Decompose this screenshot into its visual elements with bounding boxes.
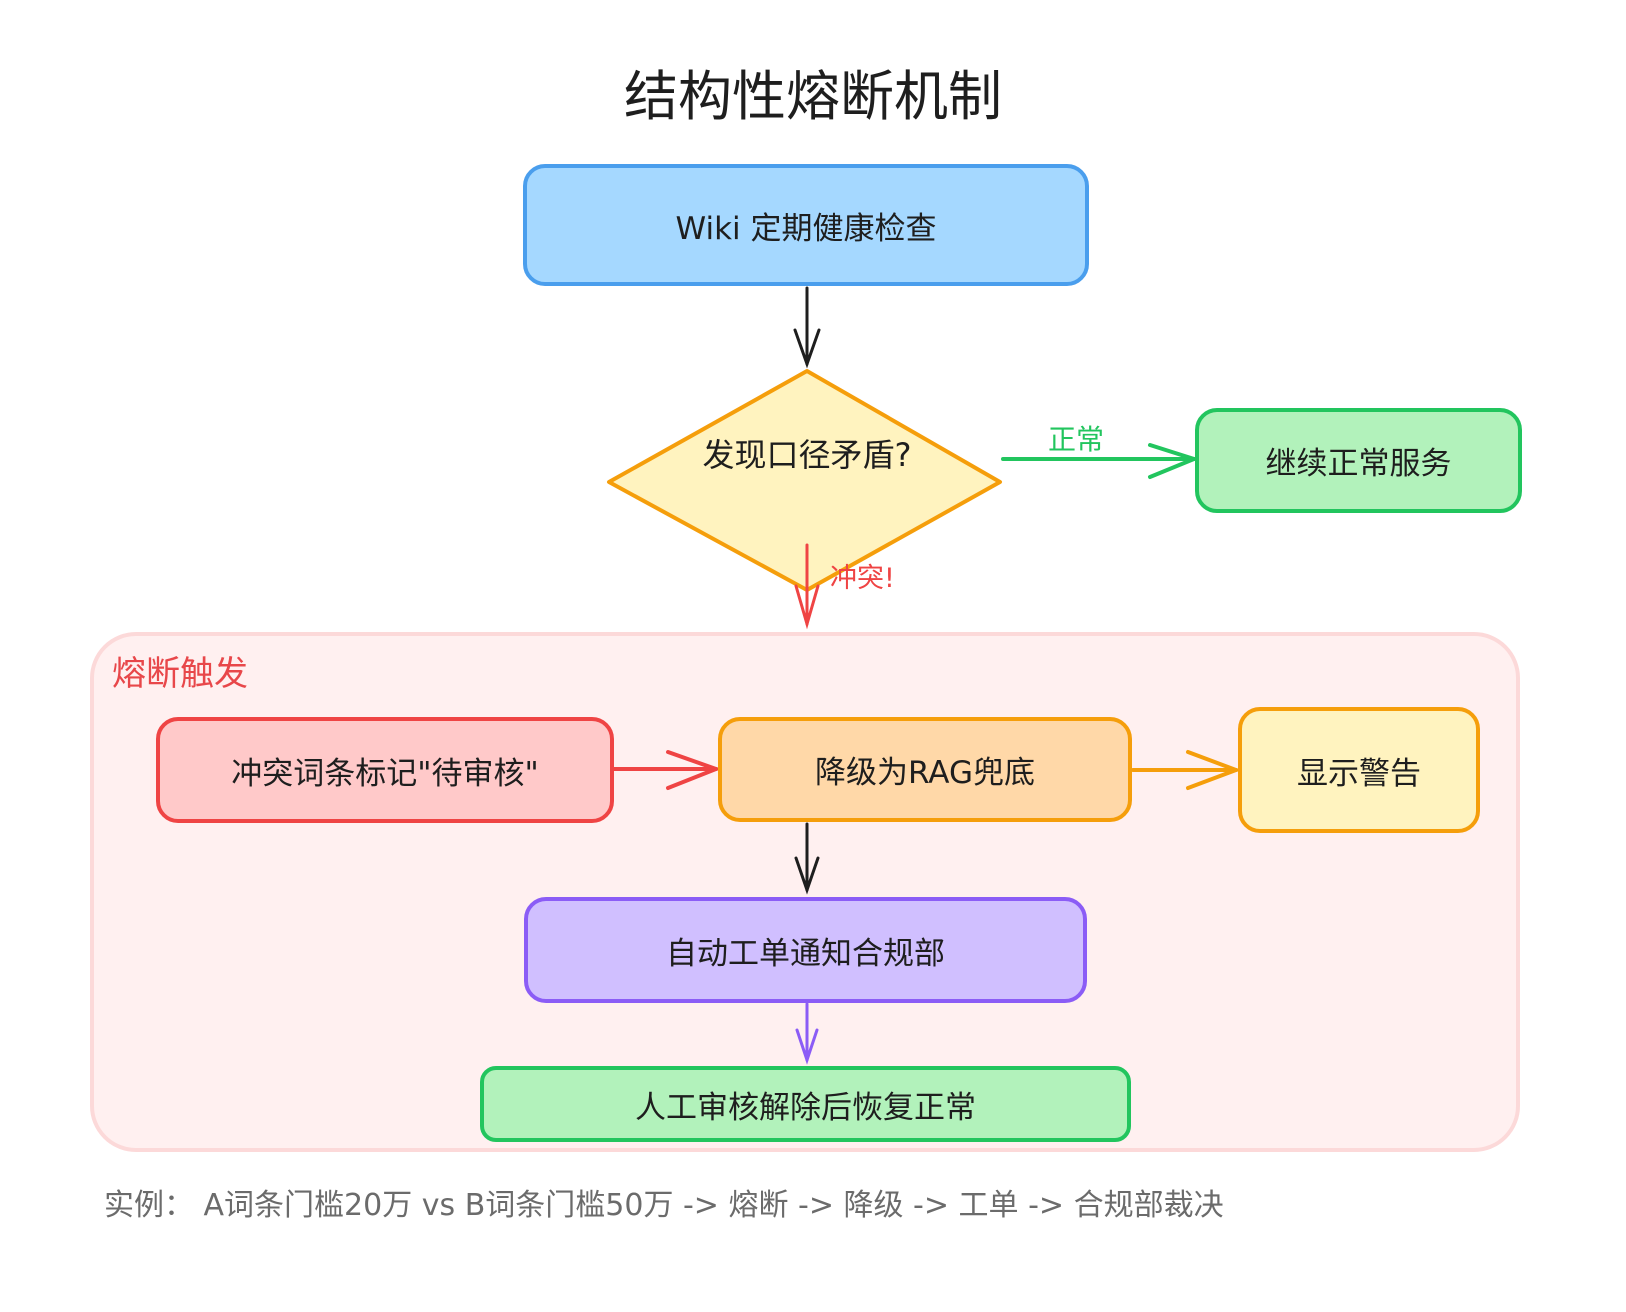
node-mark-pending-label: 冲突词条标记"待审核" <box>231 755 539 792</box>
node-continue-service[interactable]: 继续正常服务 <box>1195 408 1522 513</box>
node-show-warning-label: 显示警告 <box>1297 755 1421 792</box>
node-mark-pending[interactable]: 冲突词条标记"待审核" <box>156 717 614 823</box>
circuit-break-group-label: 熔断触发 <box>112 654 248 694</box>
node-health-check-label: Wiki 定期健康检查 <box>675 210 937 247</box>
node-restore[interactable]: 人工审核解除后恢复正常 <box>480 1066 1131 1142</box>
node-continue-service-label: 继续正常服务 <box>1265 446 1452 482</box>
decision-label: 发现口径矛盾? <box>702 436 912 474</box>
edge-health-to-decision <box>793 286 821 369</box>
node-degrade-rag[interactable]: 降级为RAG兜底 <box>718 717 1132 822</box>
diagram-title: 结构性熔断机制 <box>624 65 1002 128</box>
edge-label-normal: 正常 <box>1048 423 1105 456</box>
node-restore-label: 人工审核解除后恢复正常 <box>635 1089 976 1126</box>
edge-decision-to-group <box>794 543 820 630</box>
edge-label-conflict: 冲突! <box>830 563 895 594</box>
node-auto-ticket-label: 自动工单通知合规部 <box>666 935 945 972</box>
node-degrade-rag-label: 降级为RAG兜底 <box>815 755 1035 791</box>
node-health-check[interactable]: Wiki 定期健康检查 <box>523 164 1089 286</box>
example-caption: 实例： A词条门槛20万 vs B词条门槛50万 -> 熔断 -> 降级 -> … <box>104 1188 1224 1223</box>
node-show-warning[interactable]: 显示警告 <box>1238 707 1480 833</box>
node-auto-ticket[interactable]: 自动工单通知合规部 <box>524 897 1087 1003</box>
decision-diamond[interactable] <box>607 369 1002 592</box>
